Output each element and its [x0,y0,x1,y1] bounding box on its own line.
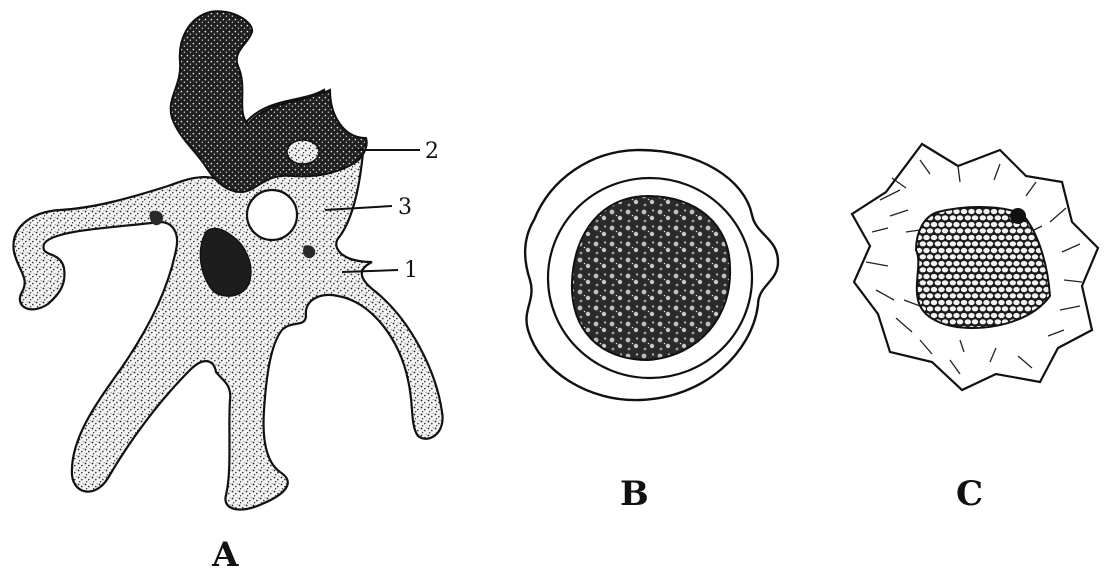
panel-a-amoeboid-cell: 2 3 1 A [13,11,442,575]
vacuole [247,190,297,240]
panel-b-cyst: B [525,150,778,514]
cyst-inner-mass [916,207,1050,328]
panel-label-a: A [211,535,239,575]
callout-2: 2 [425,139,439,164]
panel-c-spiny-cyst: C [852,144,1098,514]
panel-label-b: B [620,474,649,514]
nucleus [287,140,319,164]
callout-3: 3 [398,195,412,220]
panel-label-c: C [956,474,983,514]
dark-inclusion [1010,208,1026,224]
callout-1: 1 [404,258,418,283]
dark-cytoplasm-lobe [171,11,367,192]
